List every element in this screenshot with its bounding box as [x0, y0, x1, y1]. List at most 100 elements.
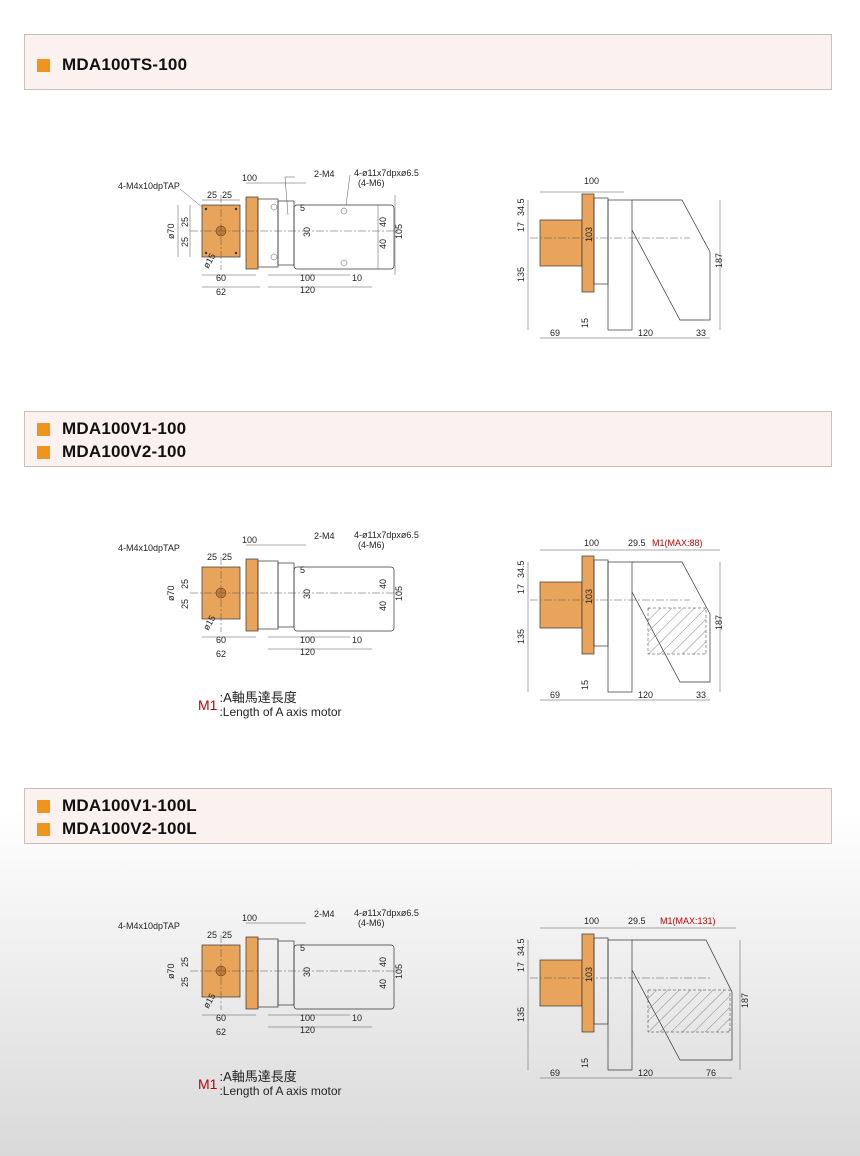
model-title: MDA100V1-100L	[62, 796, 197, 815]
side-dim-135: 135	[516, 1007, 526, 1022]
model-title: MDA100V2-100L	[62, 819, 197, 838]
m1-label: M1(MAX:88)	[652, 538, 703, 548]
model-title: MDA100TS-100	[62, 55, 188, 74]
dim-25c: 25	[180, 957, 190, 967]
bullet-square-icon	[37, 422, 50, 436]
dim-100b: 100	[300, 635, 315, 645]
dim-40b: 40	[378, 239, 388, 249]
side-dim-15: 15	[580, 1058, 590, 1068]
dim-hole-m6: (4-M6)	[358, 540, 385, 550]
dim-tap: 4-M4x10dpTAP	[118, 181, 180, 191]
front-view	[177, 174, 400, 288]
side-dim-17: 17	[516, 584, 526, 594]
dim-tap: 4-M4x10dpTAP	[118, 921, 180, 931]
side-dim-120: 120	[638, 690, 653, 700]
front-view-drawing-2: 4-M4x10dpTAP 100 2-M4 4-ø11x7dpxø6.5 (4-…	[118, 530, 419, 659]
side-dim-187: 187	[740, 993, 750, 1008]
dim-60: 60	[216, 273, 226, 283]
dim-25a: 25	[207, 552, 217, 562]
side-dim-100: 100	[584, 538, 599, 548]
m1-marker: M1	[198, 697, 218, 713]
dim-40a: 40	[378, 579, 388, 589]
section-header-2: MDA100V1-100 MDA100V2-100	[24, 411, 832, 467]
front-view-drawing-3: 4-M4x10dpTAP 100 2-M4 4-ø11x7dpxø6.5 (4-…	[118, 908, 419, 1037]
dim-25c: 25	[180, 579, 190, 589]
dim-105: 105	[394, 224, 404, 239]
side-dim-295: 29.5	[628, 916, 646, 926]
dim-40a: 40	[378, 217, 388, 227]
dim-100: 100	[242, 913, 257, 923]
section-header-3: MDA100V1-100L MDA100V2-100L	[24, 788, 832, 844]
dim-62: 62	[216, 649, 226, 659]
side-view-drawing-3: 100 29.5 M1(MAX:131) 17 34.5 103 135 187…	[516, 916, 750, 1079]
side-dim-135: 135	[516, 267, 526, 282]
side-dim-103: 103	[584, 227, 594, 242]
side-view	[527, 191, 721, 339]
dim-25a: 25	[207, 190, 217, 200]
side-dim-100: 100	[584, 916, 599, 926]
dim-25d: 25	[180, 977, 190, 987]
side-dim-135: 135	[516, 629, 526, 644]
side-dim-100: 100	[584, 176, 599, 186]
dim-25b: 25	[222, 930, 232, 940]
dim-30: 30	[302, 967, 312, 977]
side-dim-69: 69	[550, 1068, 560, 1078]
dim-hole-m6: (4-M6)	[358, 918, 385, 928]
dim-hole: 4-ø11x7dpxø6.5	[354, 530, 419, 540]
dim-tap: 4-M4x10dpTAP	[118, 543, 180, 553]
dim-2m4: 2-M4	[314, 531, 335, 541]
dim-5: 5	[300, 565, 305, 575]
dim-70: ø70	[166, 963, 176, 979]
m1-label: M1(MAX:131)	[660, 916, 716, 926]
side-dim-33: 33	[696, 328, 706, 338]
m1-note-1: M1 :A軸馬達長度 :Length of A axis motor	[198, 690, 342, 720]
side-dim-69: 69	[550, 690, 560, 700]
side-dim-15: 15	[580, 318, 590, 328]
dim-2m4: 2-M4	[314, 909, 335, 919]
dim-25a: 25	[207, 930, 217, 940]
dim-10: 10	[352, 1013, 362, 1023]
dim-40a: 40	[378, 957, 388, 967]
dim-10: 10	[352, 635, 362, 645]
side-dim-15: 15	[580, 680, 590, 690]
dim-120: 120	[300, 647, 315, 657]
side-dim-103: 103	[584, 967, 594, 982]
side-dim-187: 187	[714, 253, 724, 268]
dim-70: ø70	[166, 223, 176, 239]
m1-note-2: M1 :A軸馬達長度 :Length of A axis motor	[198, 1069, 342, 1099]
side-dim-33: 33	[696, 690, 706, 700]
side-dim-187: 187	[714, 615, 724, 630]
bullet-square-icon	[37, 799, 50, 813]
front-view-drawing-1: 4-M4x10dpTAP 100 2-M4 4-ø11x7dpxø6.5 (4-…	[118, 168, 419, 297]
side-dim-345: 34.5	[516, 938, 526, 956]
dim-25b: 25	[222, 552, 232, 562]
dim-25d: 25	[180, 599, 190, 609]
side-dim-295: 29.5	[628, 538, 646, 548]
dim-100: 100	[242, 535, 257, 545]
bullet-square-icon	[37, 58, 50, 72]
dim-30: 30	[302, 227, 312, 237]
section-header-1: MDA100TS-100	[24, 34, 832, 90]
dim-100: 100	[242, 173, 257, 183]
dim-25c: 25	[180, 217, 190, 227]
side-view-drawing-2: 100 29.5 M1(MAX:88) 17 34.5 103 135 187 …	[516, 538, 724, 701]
model-title: MDA100V2-100	[62, 442, 187, 461]
side-dim-345: 34.5	[516, 198, 526, 216]
note-line-zh: :A軸馬達長度	[219, 1069, 297, 1084]
side-view-drawing-1: 100 17 34.5 103 135 187 15 69 120 33	[516, 176, 724, 339]
dim-hole: 4-ø11x7dpxø6.5	[354, 168, 419, 178]
m1-marker: M1	[198, 1076, 218, 1092]
note-line-en: :Length of A axis motor	[219, 1084, 342, 1098]
dim-62: 62	[216, 287, 226, 297]
side-dim-17: 17	[516, 962, 526, 972]
dim-5: 5	[300, 203, 305, 213]
dim-hole: 4-ø11x7dpxø6.5	[354, 908, 419, 918]
note-line-zh: :A軸馬達長度	[219, 690, 297, 705]
dim-5: 5	[300, 943, 305, 953]
side-dim-76: 76	[706, 1068, 716, 1078]
dim-40b: 40	[378, 601, 388, 611]
dim-105: 105	[394, 586, 404, 601]
dim-105: 105	[394, 964, 404, 979]
side-dim-120: 120	[638, 1068, 653, 1078]
dim-120: 120	[300, 1025, 315, 1035]
